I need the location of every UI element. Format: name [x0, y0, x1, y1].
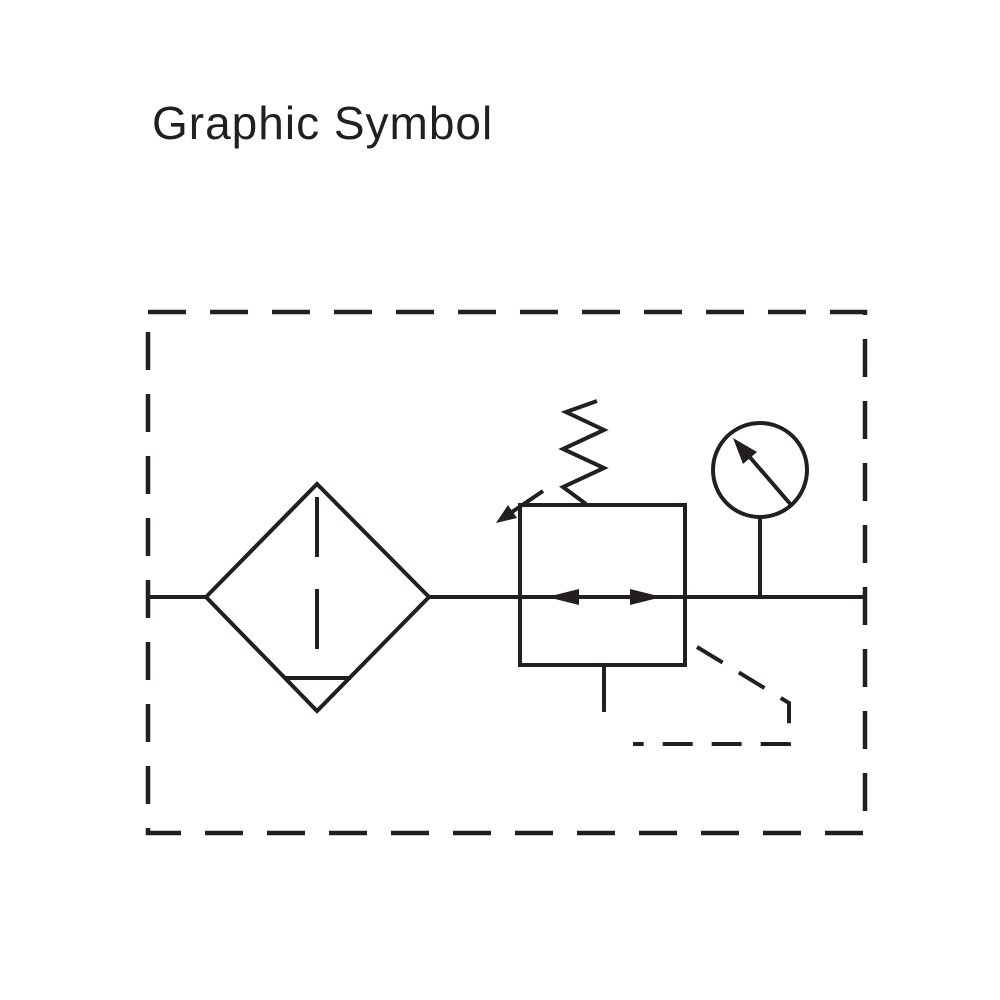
- adjustment-arrow-shaft: [510, 489, 545, 514]
- adjustment-arrow-head: [496, 505, 517, 523]
- page-title: Graphic Symbol: [152, 97, 494, 149]
- gauge-needle-head: [733, 438, 757, 464]
- filter-body: [203, 481, 432, 714]
- assembly-enclosure-border: [145, 309, 868, 836]
- regulator-body: [518, 503, 687, 667]
- flow-arrow-left: [547, 589, 579, 605]
- regulator-spring: [558, 399, 609, 506]
- gauge-needle-shaft: [746, 453, 794, 508]
- flow-arrow-right: [630, 589, 662, 605]
- pilot-feedback-line: [633, 645, 791, 746]
